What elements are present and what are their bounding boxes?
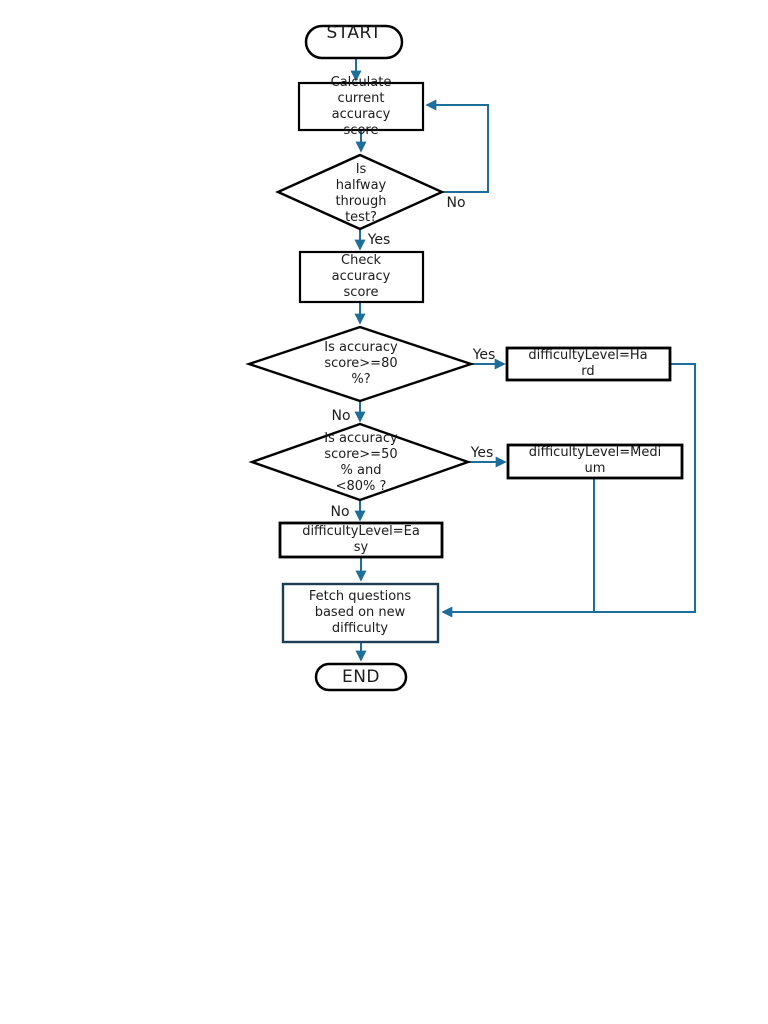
accuracy80-decision-label: Is accuracy score>=80 %? [324,340,398,387]
calculate-process-shape [297,81,425,132]
accuracy80-yes-label: Yes [472,347,496,363]
edge-hard-to-fetch [441,363,696,618]
accuracy80-no-label: No [331,408,351,424]
edge-halfway-no-loop [425,99,489,193]
accuracy80-decision-shape [245,325,475,403]
fetch-process-shape [281,582,440,644]
end-terminator-shape [314,662,408,692]
medium-label: difficultyLevel=Medi um [528,445,662,476]
halfway-decision-shape [275,153,445,231]
end-label: END [341,667,381,687]
start-terminator-shape [304,24,404,60]
halfway-decision-label: Is halfway through test? [335,162,387,225]
accuracy50-no-label: No [330,504,350,520]
accuracy50-yes-label: Yes [470,445,494,461]
accuracy50-decision-label: Is accuracy score>=50 % and <80% ? [324,431,398,494]
halfway-no-label: No [446,195,466,211]
fetch-label: Fetch questions based on new difficulty [308,589,412,636]
medium-process-shape [506,443,684,480]
start-label: START [326,23,382,43]
halfway-yes-label: Yes [367,232,391,248]
check-label: Check accuracy score [331,253,391,300]
easy-process-shape [278,521,444,559]
hard-label: difficultyLevel=Ha rd [528,348,648,379]
calculate-label: Calculate current accuracy score [330,75,392,138]
accuracy50-decision-shape [248,422,472,502]
hard-process-shape [505,346,672,382]
easy-label: difficultyLevel=Ea sy [302,524,420,555]
check-process-shape [298,250,425,304]
